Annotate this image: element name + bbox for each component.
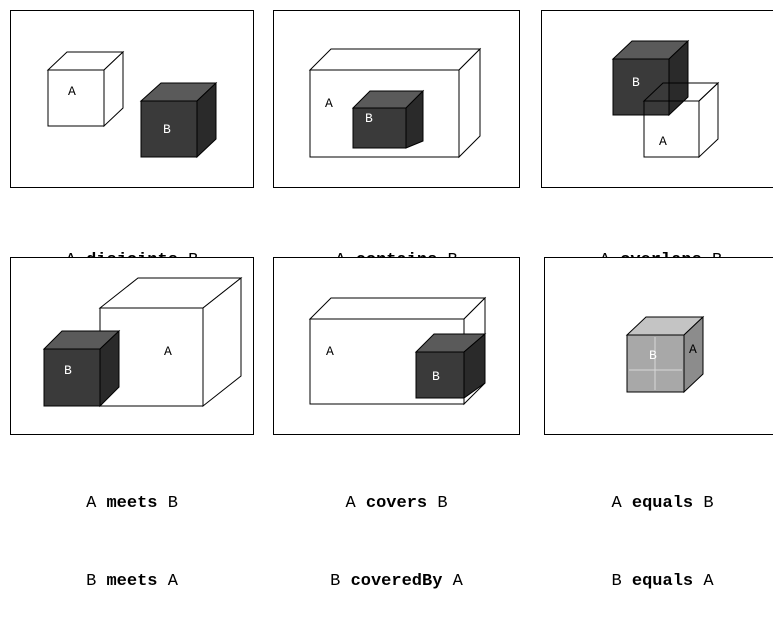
label-b: B (163, 122, 171, 137)
diagram-meets: A B (42, 276, 243, 408)
label-b: B (432, 369, 440, 384)
cube-b (414, 332, 487, 399)
label-a: A (164, 344, 172, 359)
panel-meets: A B (10, 257, 254, 435)
cube-a (642, 81, 720, 159)
label-b: B (64, 363, 72, 378)
cube-b (42, 329, 121, 408)
label-a: A (68, 84, 76, 99)
diagram-contains: A B (308, 47, 482, 159)
cube-a (98, 276, 243, 408)
label-a: A (325, 96, 333, 111)
panel-disjoint: A B (10, 10, 254, 188)
caption-meets: A meets B B meets A (86, 494, 178, 591)
caption-equals: A equals B B equals A (611, 494, 714, 591)
cube-a (46, 50, 125, 128)
label-b: B (632, 75, 640, 90)
diagram-disjoint: A B (46, 50, 218, 159)
label-a: A (326, 344, 334, 359)
panel-equals: B A (544, 257, 773, 435)
cube-b (611, 39, 690, 117)
cube-a (308, 296, 487, 406)
label-b: B (649, 348, 657, 363)
cube-b (139, 81, 218, 159)
diagram-equals: B A (625, 315, 705, 394)
label-a: A (659, 134, 667, 149)
label-b: B (365, 111, 373, 126)
panel-covers: A B (273, 257, 520, 435)
caption-covers: A covers B B coveredBy A (330, 494, 463, 591)
diagram-covers: A B (308, 296, 487, 406)
panel-overlaps: B A (541, 10, 773, 188)
label-a: A (689, 342, 697, 357)
panel-contains: A B (273, 10, 520, 188)
cube-b (351, 89, 425, 149)
diagram-overlaps: B A (611, 39, 720, 159)
